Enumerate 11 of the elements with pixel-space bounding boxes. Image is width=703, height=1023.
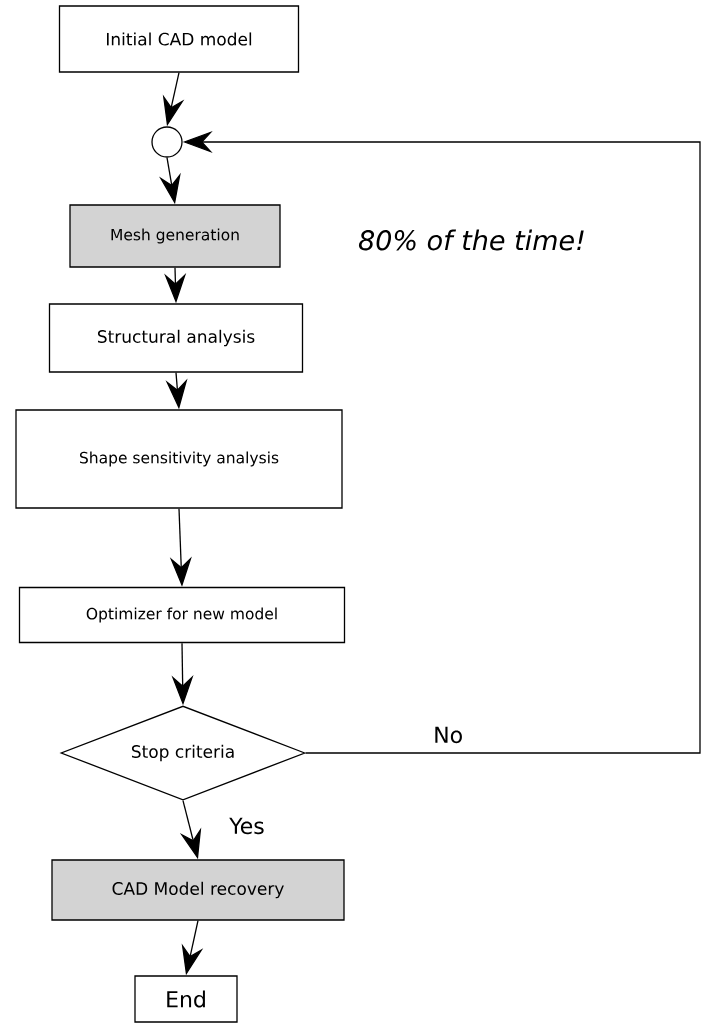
process-box: Mesh generation xyxy=(69,204,281,268)
process-box: Initial CAD model xyxy=(58,5,300,73)
note-text: 80% of the time! xyxy=(358,229,584,251)
junction-circle xyxy=(151,126,183,158)
edge-label: No xyxy=(432,725,465,745)
edge-label: Yes xyxy=(228,816,266,836)
process-box: CAD Model recovery xyxy=(51,859,345,921)
process-box: Structural analysis xyxy=(48,303,304,373)
process-box: Optimizer for new model xyxy=(18,586,346,644)
process-box: End xyxy=(134,975,238,1023)
process-box: Shape sensitivity analysis xyxy=(15,409,343,509)
